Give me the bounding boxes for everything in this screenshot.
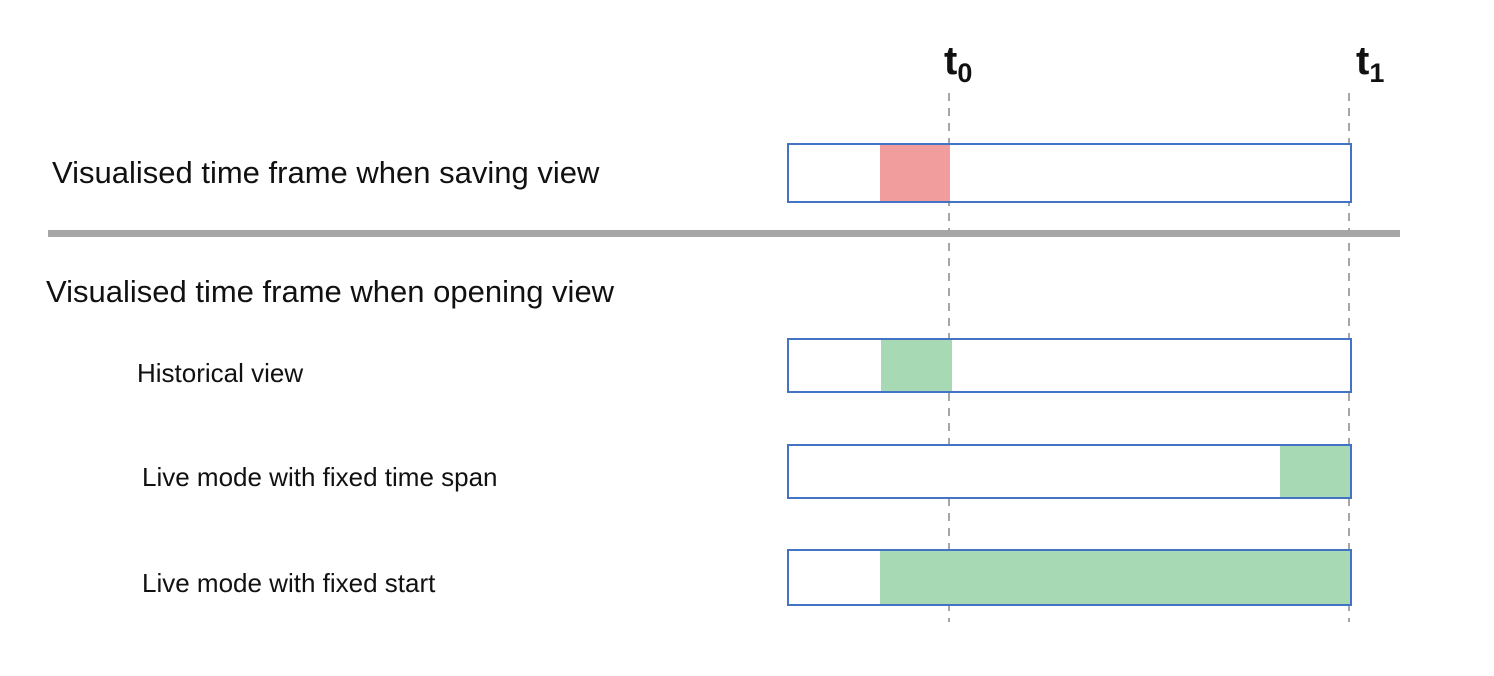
opening-section-heading: Visualised time frame when opening view bbox=[46, 274, 615, 309]
live-fixed-span-segment bbox=[1279, 446, 1350, 497]
live-fixed-span-bar bbox=[787, 444, 1352, 499]
live-fixed-start-label: Live mode with fixed start bbox=[142, 568, 436, 598]
t0-base: t bbox=[944, 39, 958, 83]
saving-view-bar bbox=[787, 143, 1352, 203]
saved-timeframe-segment bbox=[879, 145, 950, 201]
historical-view-bar bbox=[787, 338, 1352, 393]
live-fixed-start-segment bbox=[879, 551, 1350, 604]
live-fixed-span-label: Live mode with fixed time span bbox=[142, 462, 498, 492]
section-divider bbox=[48, 230, 1400, 237]
historical-view-label: Historical view bbox=[137, 358, 304, 388]
saving-section-heading: Visualised time frame when saving view bbox=[52, 155, 600, 190]
t1-subscript: 1 bbox=[1369, 58, 1385, 88]
t1-marker-label: t1 bbox=[1356, 38, 1384, 87]
historical-timeframe-segment bbox=[881, 340, 953, 391]
t1-base: t bbox=[1356, 39, 1370, 83]
live-fixed-start-bar bbox=[787, 549, 1352, 606]
t0-subscript: 0 bbox=[957, 58, 973, 88]
t0-marker-label: t0 bbox=[944, 38, 972, 87]
